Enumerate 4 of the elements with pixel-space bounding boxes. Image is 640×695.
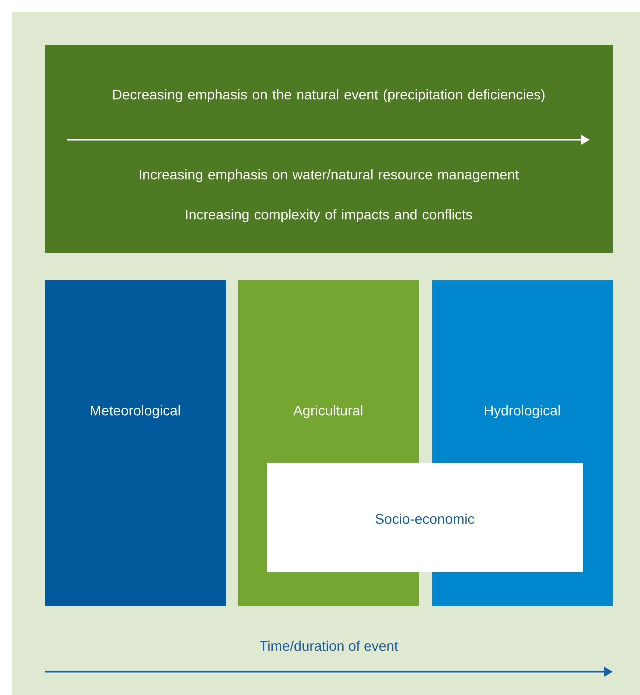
axis-label: Time/duration of event xyxy=(260,640,398,652)
overlay-box: Socio-economic xyxy=(267,463,584,572)
banner-box: Decreasing emphasis on the natural event (precipitation deficiencies) Increasing emphasis on water/natural resource management Increasing complexity of impacts and conflicts xyxy=(45,45,614,254)
column-box: Meteorological xyxy=(45,280,226,606)
